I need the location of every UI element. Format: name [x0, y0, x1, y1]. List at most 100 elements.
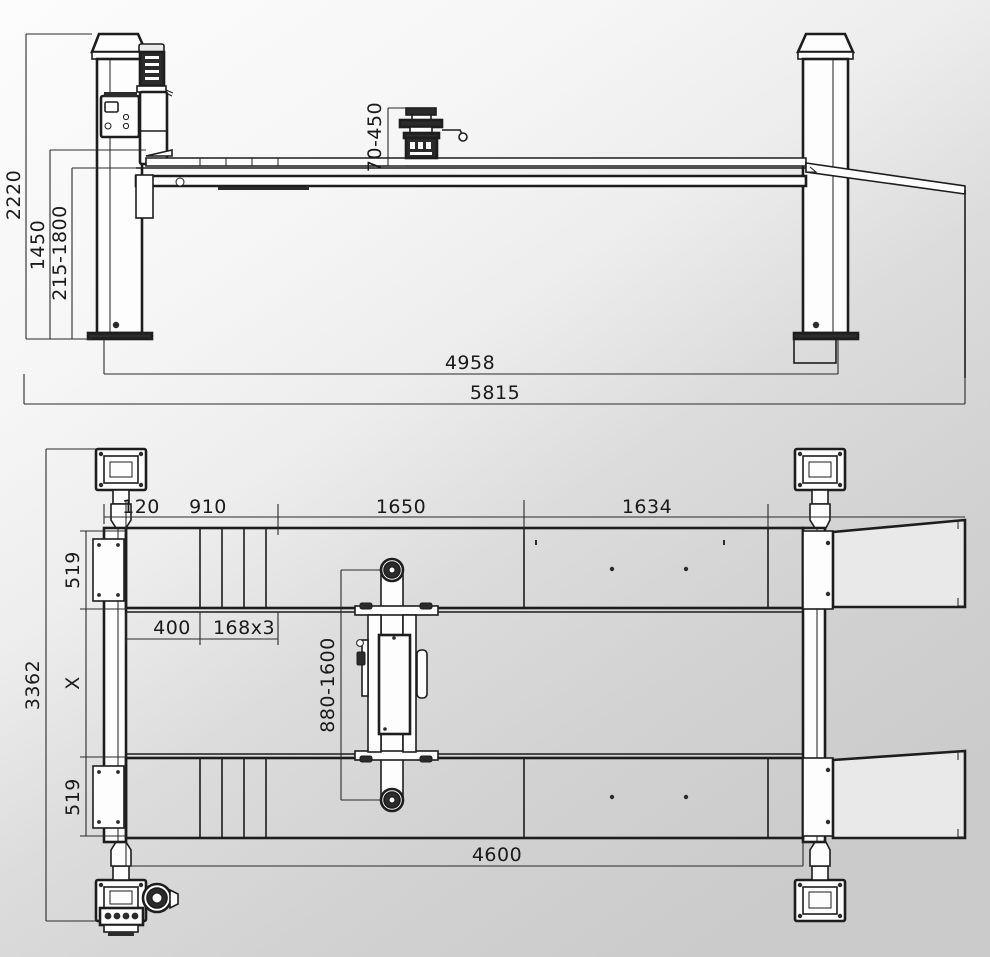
plan-ctrl-foot [108, 932, 134, 936]
pad-handle-knob [458, 132, 468, 142]
right-post-base-skirt [793, 338, 837, 364]
pad-base-slot [410, 152, 432, 155]
tr-bolt-1 [797, 451, 803, 457]
elevation-horizontal-dimensions: 4958 5815 [23, 339, 966, 405]
jack-pump-lever [361, 639, 369, 697]
jack-wheel-bottom-hub [388, 796, 396, 804]
lower-panel-dot-2 [683, 794, 689, 800]
tr-post-section [808, 461, 832, 478]
lower-left-mount-plate [92, 765, 125, 829]
tr-bolt-2 [837, 451, 843, 457]
pad-top-plate [405, 107, 437, 116]
lower-ramp-corner-2 [957, 829, 965, 838]
dim-label-5815: 5815 [470, 382, 520, 404]
plan-post-top-left [94, 447, 148, 529]
br-bolt-4 [837, 913, 843, 919]
upper-rmp-bolt-2 [825, 591, 831, 597]
jack-lever-pivot [356, 639, 364, 647]
dim-label-519-upper: 519 [62, 551, 84, 589]
right-post-base-plate [792, 331, 860, 341]
jack-roller-lr [419, 755, 433, 763]
control-box-knob-3 [122, 122, 130, 130]
plan-motor-terminal [169, 888, 179, 910]
right-post [792, 32, 860, 364]
left-ramp-tail [145, 148, 173, 157]
upper-panel-slot-1 [535, 540, 537, 545]
elevation-vertical-dimensions: 2220 1450 215-1800 [3, 33, 146, 340]
plan-motor-hub [151, 892, 163, 904]
dim-label-1450: 1450 [27, 220, 49, 270]
upper-panel-slot-2 [723, 540, 725, 545]
br-bolt-1 [797, 882, 803, 888]
left-post-cap [90, 32, 149, 54]
plan-bottom-dimension: 4600 [125, 842, 804, 867]
upper-runway [92, 518, 967, 613]
lower-panel-dot-1 [609, 794, 615, 800]
upper-left-mount-plate [92, 538, 125, 602]
dim-label-X: X [62, 676, 84, 690]
dim-label-168x3: 168x3 [213, 617, 275, 639]
bl-bolt-2 [138, 882, 144, 888]
upper-rmp-bolt-1 [825, 540, 831, 546]
ramp-hinge-notch [806, 166, 818, 173]
upper-ramp-corner-1 [957, 520, 965, 529]
left-carriage-bracket [135, 174, 154, 219]
tl-post-section [109, 461, 133, 478]
pad-height-dimension: 70-450 [364, 102, 406, 172]
plan-ctrl-base [103, 924, 139, 933]
jack-body-dot-bottom [383, 727, 387, 731]
upper-lmp-bolt-4 [116, 593, 120, 597]
jack-lower-crossbeam [354, 750, 439, 761]
upper-panel-dot-2 [683, 566, 689, 572]
bl-bolt-1 [98, 882, 104, 888]
plan-left-dimensions: 3362 519 X 519 [22, 448, 126, 922]
right-post-anchor-bolt [812, 321, 820, 329]
dim-label-1634: 1634 [622, 496, 672, 518]
plan-post-bottom-right [793, 841, 847, 923]
lower-ramp-corner-1 [957, 751, 965, 760]
motor-band-4 [145, 77, 159, 80]
motor-band-2 [145, 63, 159, 66]
dim-label-3362: 3362 [22, 660, 44, 710]
upper-ramp-corner-2 [957, 598, 965, 607]
bl-post-taper [110, 841, 132, 867]
control-box-knob-1 [104, 122, 112, 130]
jack-cylinder [416, 649, 428, 699]
plan-post-bottom-left [94, 841, 179, 936]
elevation-view: 2220 1450 215-1800 70-450 [3, 32, 966, 405]
dim-label-70-450: 70-450 [364, 102, 386, 172]
dim-label-1650: 1650 [376, 496, 426, 518]
runway-underrail-left [218, 187, 306, 190]
plan-view: 120 910 1650 1634 400 168x3 3362 [22, 447, 967, 936]
jack-wheel-top-hub [388, 566, 396, 574]
runway-main-beam [134, 174, 808, 188]
lower-lmp-bolt-1 [97, 770, 101, 774]
dim-label-400: 400 [153, 617, 191, 639]
control-box-knob-2 [122, 113, 130, 121]
dim-label-880-1600: 880-1600 [317, 637, 339, 732]
dim-label-910: 910 [189, 496, 227, 518]
jack-roller-ll [359, 755, 373, 763]
lower-lmp-bolt-3 [97, 820, 101, 824]
plan-ctrl-btn-1 [104, 912, 112, 920]
pad-saddle [398, 118, 444, 129]
dim-label-519-lower: 519 [62, 778, 84, 816]
plan-top-dimension-chain: 120 910 1650 1634 [103, 496, 965, 535]
left-post-base-plate [86, 331, 154, 341]
left-post-rail [102, 526, 128, 844]
br-post-stub [811, 865, 829, 881]
runway-beam-elevation [134, 148, 966, 378]
runway-pivot-hole [175, 177, 185, 187]
rolling-jack-assembly [354, 557, 439, 813]
motor-band-1 [145, 56, 159, 59]
plan-post-top-right [793, 447, 847, 529]
upper-lmp-bolt-3 [97, 593, 101, 597]
plan-detail-dimension-chain: 400 168x3 [125, 612, 279, 645]
jack-body-dot-top [392, 636, 396, 640]
jack-lever-grip [356, 651, 366, 666]
dim-label-2220: 2220 [3, 170, 25, 220]
pad-window-1 [410, 142, 415, 149]
upper-panel-dot-1 [609, 566, 615, 572]
tl-bolt-4 [138, 482, 144, 488]
